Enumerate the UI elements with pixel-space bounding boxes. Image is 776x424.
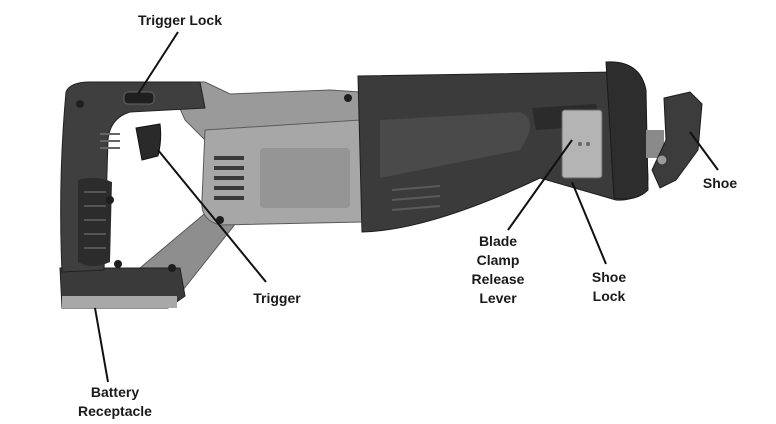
shoe-post xyxy=(646,130,664,158)
handle-grip xyxy=(60,81,206,273)
label-blade-line-2: Clamp xyxy=(476,252,520,268)
grip-texture xyxy=(78,177,112,266)
label-battery-line-1: Battery xyxy=(90,384,140,400)
screw-icon xyxy=(106,196,114,204)
nose-collar xyxy=(605,61,649,200)
label-trigger-lock-text: Trigger Lock xyxy=(137,12,223,28)
shoe-assembly xyxy=(646,91,703,189)
label-blade-line-1: Blade xyxy=(478,233,518,249)
motor-panel xyxy=(260,148,350,208)
screw-icon xyxy=(344,94,352,102)
screw-icon xyxy=(114,260,122,268)
motor-vents xyxy=(214,156,244,200)
label-trigger-text: Trigger xyxy=(253,290,301,306)
label-shoe-lock: Shoe Lock xyxy=(574,268,644,306)
leader-trigger xyxy=(157,149,267,283)
shoe-lock-detail xyxy=(586,142,590,146)
label-trigger-lock: Trigger Lock xyxy=(120,11,240,30)
grip-ridges xyxy=(84,191,106,249)
label-shoe-lock-line-1: Shoe xyxy=(591,269,627,285)
screw-icon xyxy=(168,264,176,272)
label-shoe-lock-line-2: Lock xyxy=(592,288,626,304)
saw-frame xyxy=(59,81,363,309)
label-battery-receptacle: Battery Receptacle xyxy=(55,383,175,421)
front-body-highlight xyxy=(380,112,530,178)
screw-icon xyxy=(76,100,84,108)
label-shoe: Shoe xyxy=(690,174,750,193)
label-trigger: Trigger xyxy=(237,289,317,308)
leader-lines xyxy=(94,31,719,383)
leader-battery-receptacle xyxy=(94,307,109,383)
leader-blade-clamp xyxy=(507,139,573,231)
label-shoe-text: Shoe xyxy=(702,175,738,191)
leader-shoe xyxy=(689,131,719,171)
leader-shoe-lock xyxy=(571,181,607,265)
handle-vents xyxy=(100,133,120,149)
front-grip-ridges xyxy=(391,185,441,211)
leader-trigger-lock xyxy=(137,31,179,95)
screw-icon xyxy=(656,154,668,166)
label-blade-line-3: Release xyxy=(471,271,525,287)
label-blade-line-4: Lever xyxy=(479,290,517,306)
label-blade-clamp-release-lever: Blade Clamp Release Lever xyxy=(458,232,538,308)
label-battery-line-2: Receptacle xyxy=(78,403,152,419)
gear-housing xyxy=(357,61,649,233)
shoe-lock-detail xyxy=(578,142,582,146)
trigger-shape xyxy=(135,123,162,161)
battery-receptacle-plate xyxy=(62,296,177,308)
